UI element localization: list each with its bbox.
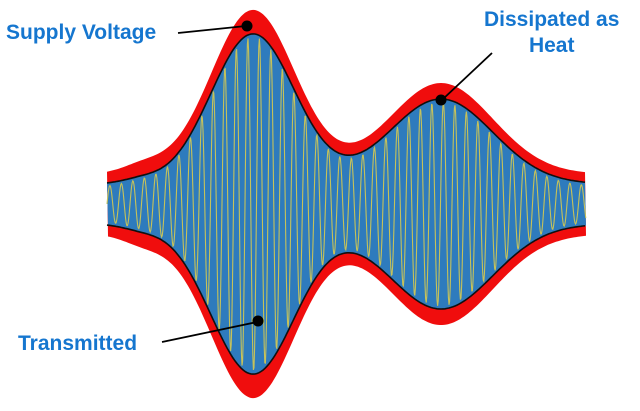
dissipated-heat-label: Dissipated as Heat	[484, 7, 619, 59]
dissipated-label-line2: Heat	[528, 34, 575, 57]
transmitted-label: Transmitted	[18, 332, 138, 355]
dissipated-heat-pointer	[442, 52, 493, 100]
dissipated-label-line1: Dissipated as	[484, 8, 620, 31]
dissipated-heat-marker	[435, 94, 447, 106]
supply-voltage-pointer	[177, 25, 247, 34]
supply-voltage-marker	[241, 20, 253, 32]
transmitted-marker	[252, 315, 264, 327]
transmitted-region	[107, 33, 586, 375]
supply-voltage-label: Supply Voltage	[6, 21, 157, 44]
envelope-outline	[106, 33, 586, 375]
carrier-wave	[106, 38, 587, 371]
transmitted-pointer	[161, 321, 258, 343]
